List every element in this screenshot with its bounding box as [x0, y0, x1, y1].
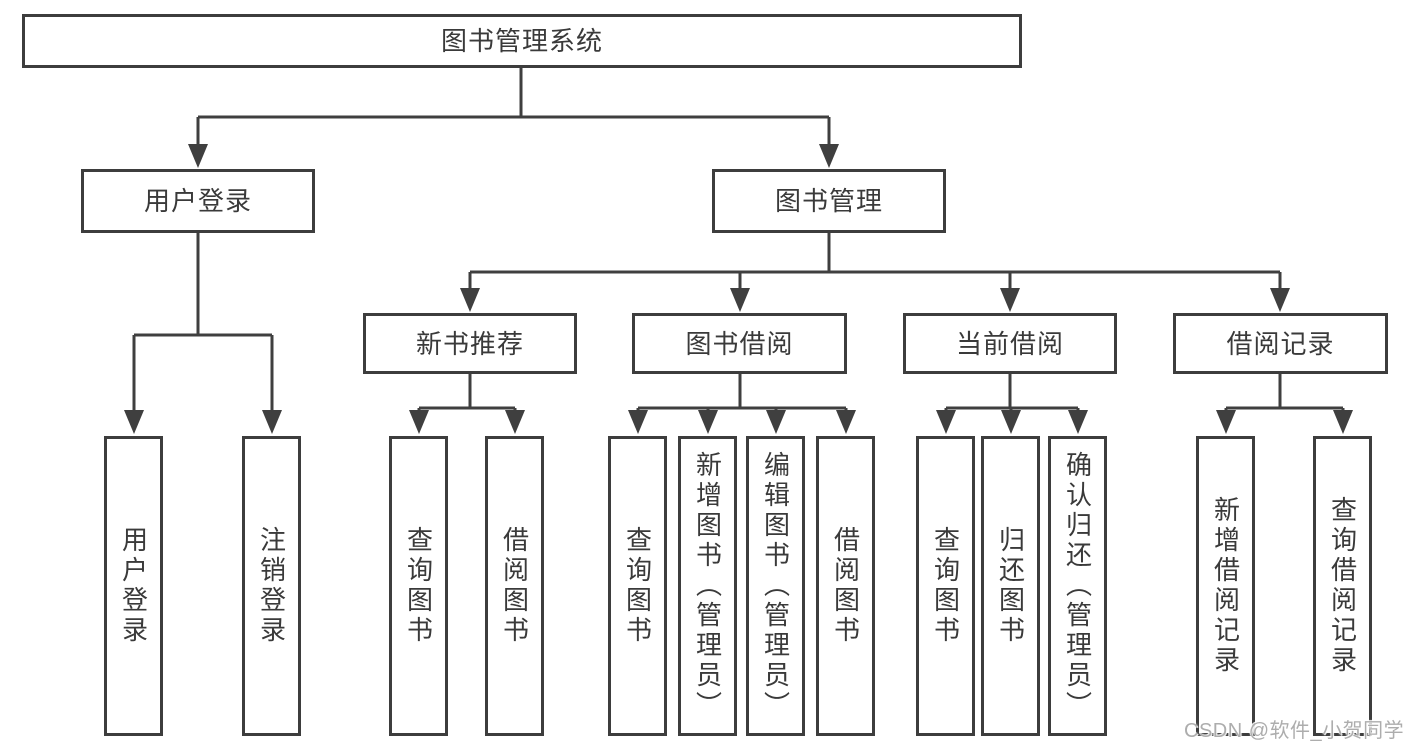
node-leaf-add-books-admin: 新增图书（管理员） — [678, 436, 737, 736]
node-leaf-logout: 注销登录 — [242, 436, 301, 736]
node-leaf-confirm-return-admin: 确认归还（管理员） — [1048, 436, 1107, 736]
node-root-system: 图书管理系统 — [22, 14, 1022, 68]
node-leaf-return-books: 归还图书 — [981, 436, 1040, 736]
node-leaf-query-borrow-record: 查询借阅记录 — [1313, 436, 1372, 736]
connector-borrowing-to-children — [628, 373, 856, 434]
node-book-borrowing: 图书借阅 — [632, 313, 847, 374]
node-borrowing-records: 借阅记录 — [1173, 313, 1388, 374]
connector-current-to-children — [936, 373, 1088, 434]
node-leaf-borrowing-query-books: 查询图书 — [608, 436, 667, 736]
node-leaf-current-query-books: 查询图书 — [916, 436, 975, 736]
connector-root-to-level2 — [188, 68, 839, 168]
node-leaf-user-login: 用户登录 — [104, 436, 163, 736]
connector-bookmgmt-to-sections — [460, 233, 1290, 312]
node-leaf-recommend-borrow-books: 借阅图书 — [485, 436, 544, 736]
node-user-login-branch: 用户登录 — [81, 169, 315, 233]
connector-newbooks-to-children — [409, 373, 525, 434]
connector-records-to-children — [1216, 373, 1353, 434]
node-leaf-edit-books-admin: 编辑图书（管理员） — [746, 436, 805, 736]
watermark: CSDN @软件_小贺同学 — [1184, 720, 1405, 742]
node-book-management-branch: 图书管理 — [712, 169, 946, 233]
node-new-book-recommend: 新书推荐 — [363, 313, 577, 374]
connector-userlogin-to-children — [124, 233, 282, 434]
node-leaf-borrowing-borrow-books: 借阅图书 — [816, 436, 875, 736]
node-current-borrowing: 当前借阅 — [903, 313, 1117, 374]
node-leaf-add-borrow-record: 新增借阅记录 — [1196, 436, 1255, 736]
node-leaf-recommend-query-books: 查询图书 — [389, 436, 448, 736]
